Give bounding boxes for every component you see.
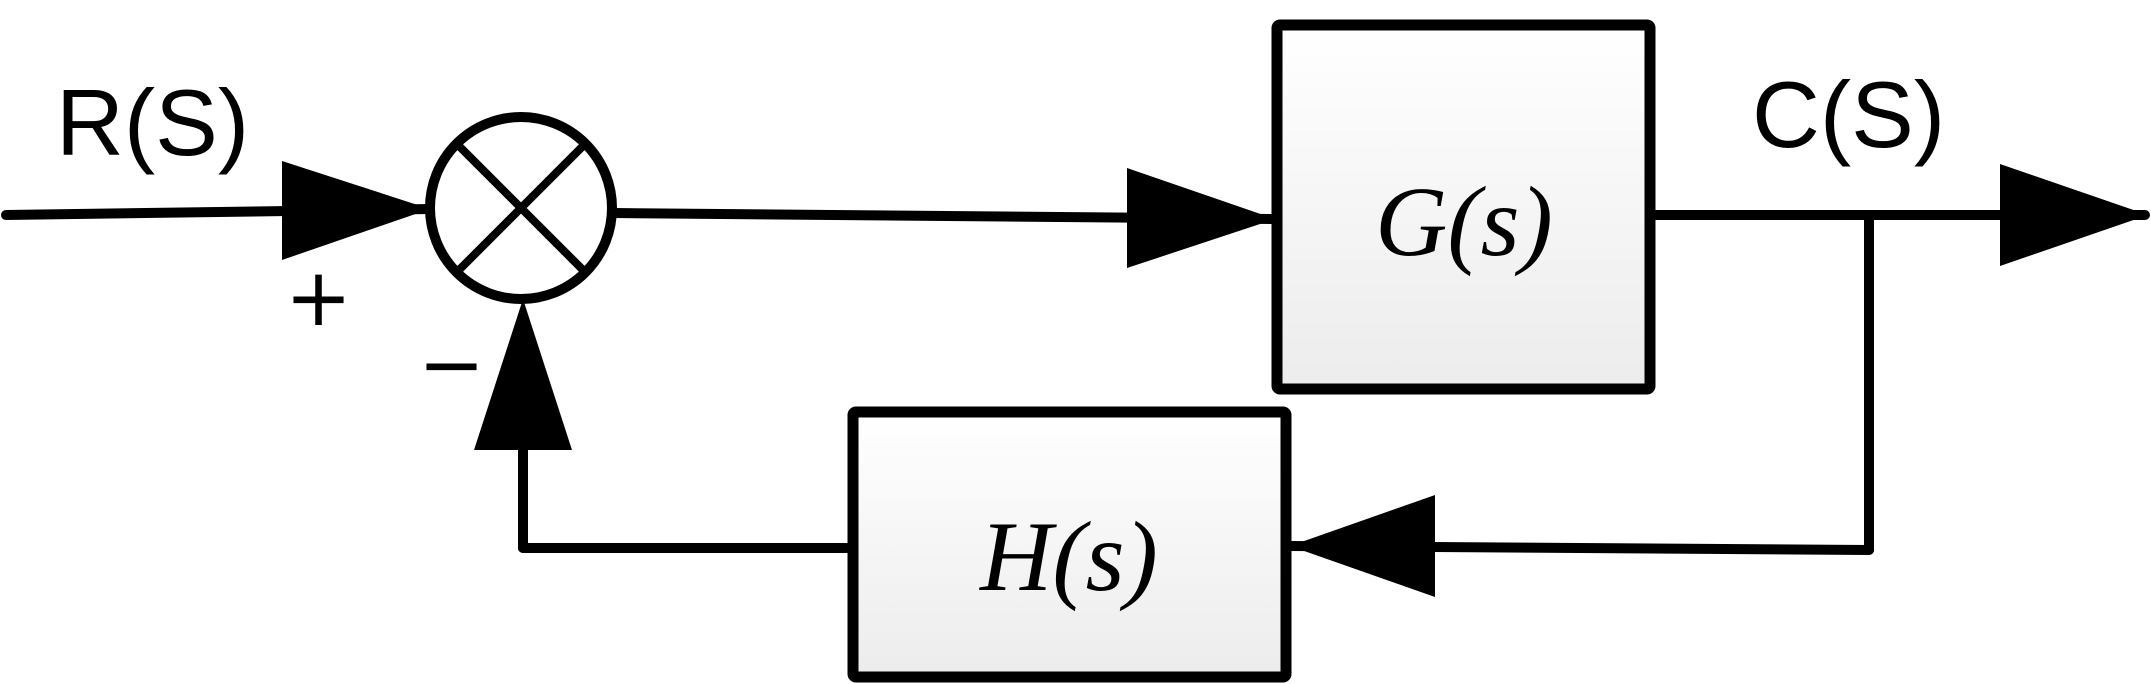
forward-block [1271, 19, 1656, 395]
plus-sign: + [285, 251, 352, 344]
minus-sign: − [418, 318, 485, 411]
summing-junction [425, 112, 617, 304]
input-label: R(S) [56, 70, 249, 175]
feedback-arrowhead [1290, 495, 1435, 597]
feedback-junction-arrowhead [474, 299, 572, 450]
output-label: C(S) [1752, 62, 1945, 167]
forward-block-label: G(s) [1375, 166, 1553, 277]
feedback-block-label: H(s) [978, 501, 1158, 612]
error-arrowhead [1127, 168, 1275, 268]
output-arrowhead [2000, 164, 2148, 266]
input-arrowhead [282, 161, 430, 260]
